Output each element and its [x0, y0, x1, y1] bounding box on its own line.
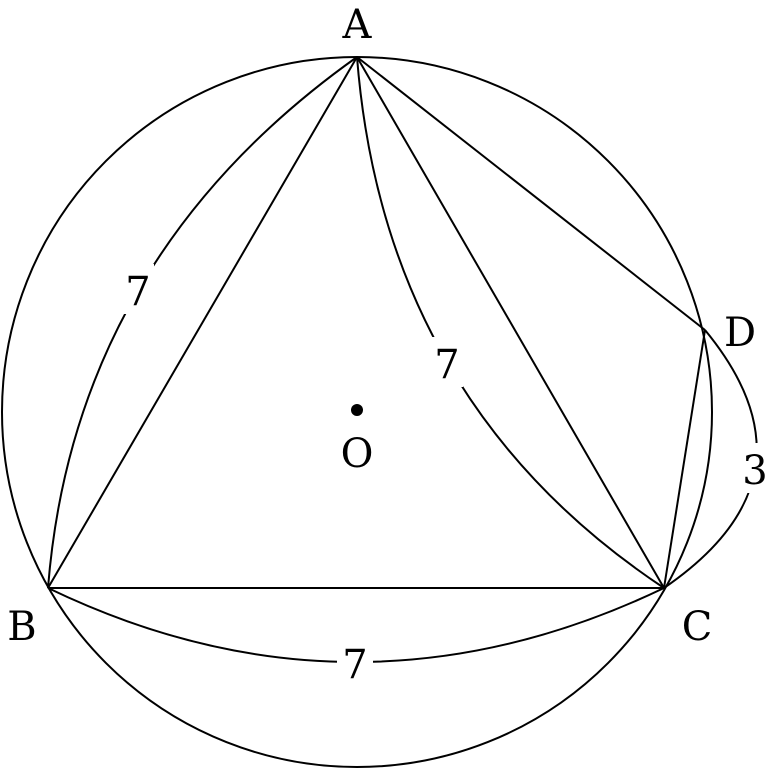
point-label-b: B	[7, 604, 36, 650]
segment-ac	[356, 56, 665, 589]
length-label-ab: 7	[125, 269, 150, 315]
point-label-d: D	[724, 310, 756, 356]
label-bg-bc	[337, 637, 373, 687]
segment-ab	[47, 56, 358, 589]
center-point-o	[351, 404, 363, 416]
label-bg-ab	[122, 264, 154, 314]
length-label-bc: 7	[342, 642, 367, 688]
point-label-o: O	[341, 431, 374, 477]
label-bg-ac	[431, 337, 463, 387]
length-label-cd: 3	[742, 448, 767, 494]
segment-dc	[663, 329, 706, 589]
length-label-ac: 7	[434, 342, 459, 388]
label-bg-cd	[739, 443, 768, 493]
point-label-c: C	[682, 604, 713, 650]
segment-ad	[356, 56, 706, 331]
point-label-a: A	[342, 2, 373, 48]
